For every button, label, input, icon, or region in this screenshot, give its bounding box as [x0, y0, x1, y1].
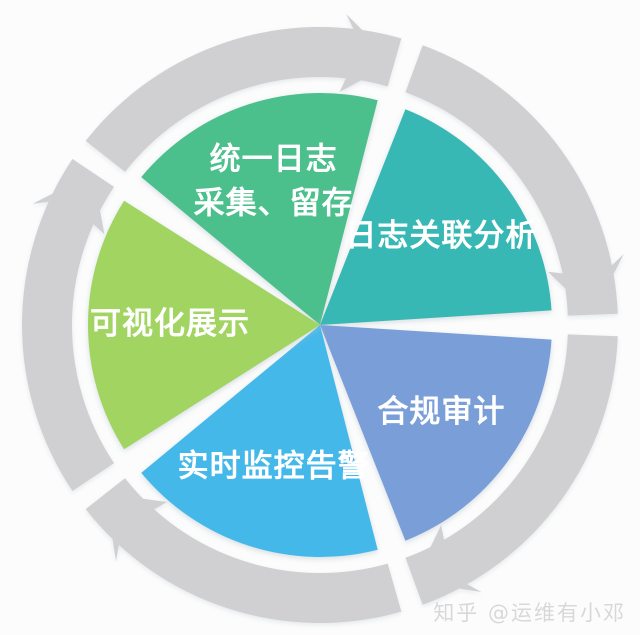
segment-label-line: 合规审计 [377, 394, 505, 430]
ring-arrow-icon-realtime-monitoring-alert [105, 493, 167, 562]
segment-log-correlation-analysis[interactable] [320, 109, 552, 325]
ring-arc-unified-log-collection [85, 27, 402, 172]
segment-label-line: 日志关联分析 [345, 217, 537, 253]
segment-label-line: 统一日志 [210, 141, 338, 177]
watermark-label: 知乎 @运维有小邓 [433, 601, 626, 625]
segment-label-visualization-display: 可视化展示 [90, 306, 250, 342]
outer-process-ring [21, 14, 624, 623]
segment-realtime-monitoring-alert[interactable] [141, 325, 378, 557]
ring-arrow-icon-visualization-display [32, 172, 105, 235]
ring-arc-compliance-audit [405, 334, 618, 605]
segment-unified-log-collection[interactable] [141, 93, 378, 325]
segment-visualization-display[interactable] [88, 200, 320, 450]
ring-arrow-icon-log-correlation-analysis [547, 253, 624, 315]
segment-label-unified-log-collection: 统一日志采集、留存 [194, 141, 354, 221]
ring-arrow-icon-compliance-audit [414, 525, 482, 592]
segment-label-line: 可视化展示 [90, 306, 250, 342]
segment-label-line: 实时监控告警 [178, 448, 370, 484]
ring-arrow-icon-unified-log-collection [339, 14, 395, 92]
ring-arc-realtime-monitoring-alert [85, 478, 402, 623]
segment-label-realtime-monitoring-alert: 实时监控告警 [178, 448, 370, 484]
segment-compliance-audit[interactable] [320, 325, 552, 541]
segment-wedges [88, 93, 552, 557]
ring-arc-log-correlation-analysis [405, 45, 618, 316]
segment-label-line: 采集、留存 [194, 185, 354, 221]
segment-label-log-correlation-analysis: 日志关联分析 [345, 217, 537, 253]
segment-label-compliance-audit: 合规审计 [377, 394, 505, 430]
ring-arc-visualization-display [21, 159, 115, 491]
